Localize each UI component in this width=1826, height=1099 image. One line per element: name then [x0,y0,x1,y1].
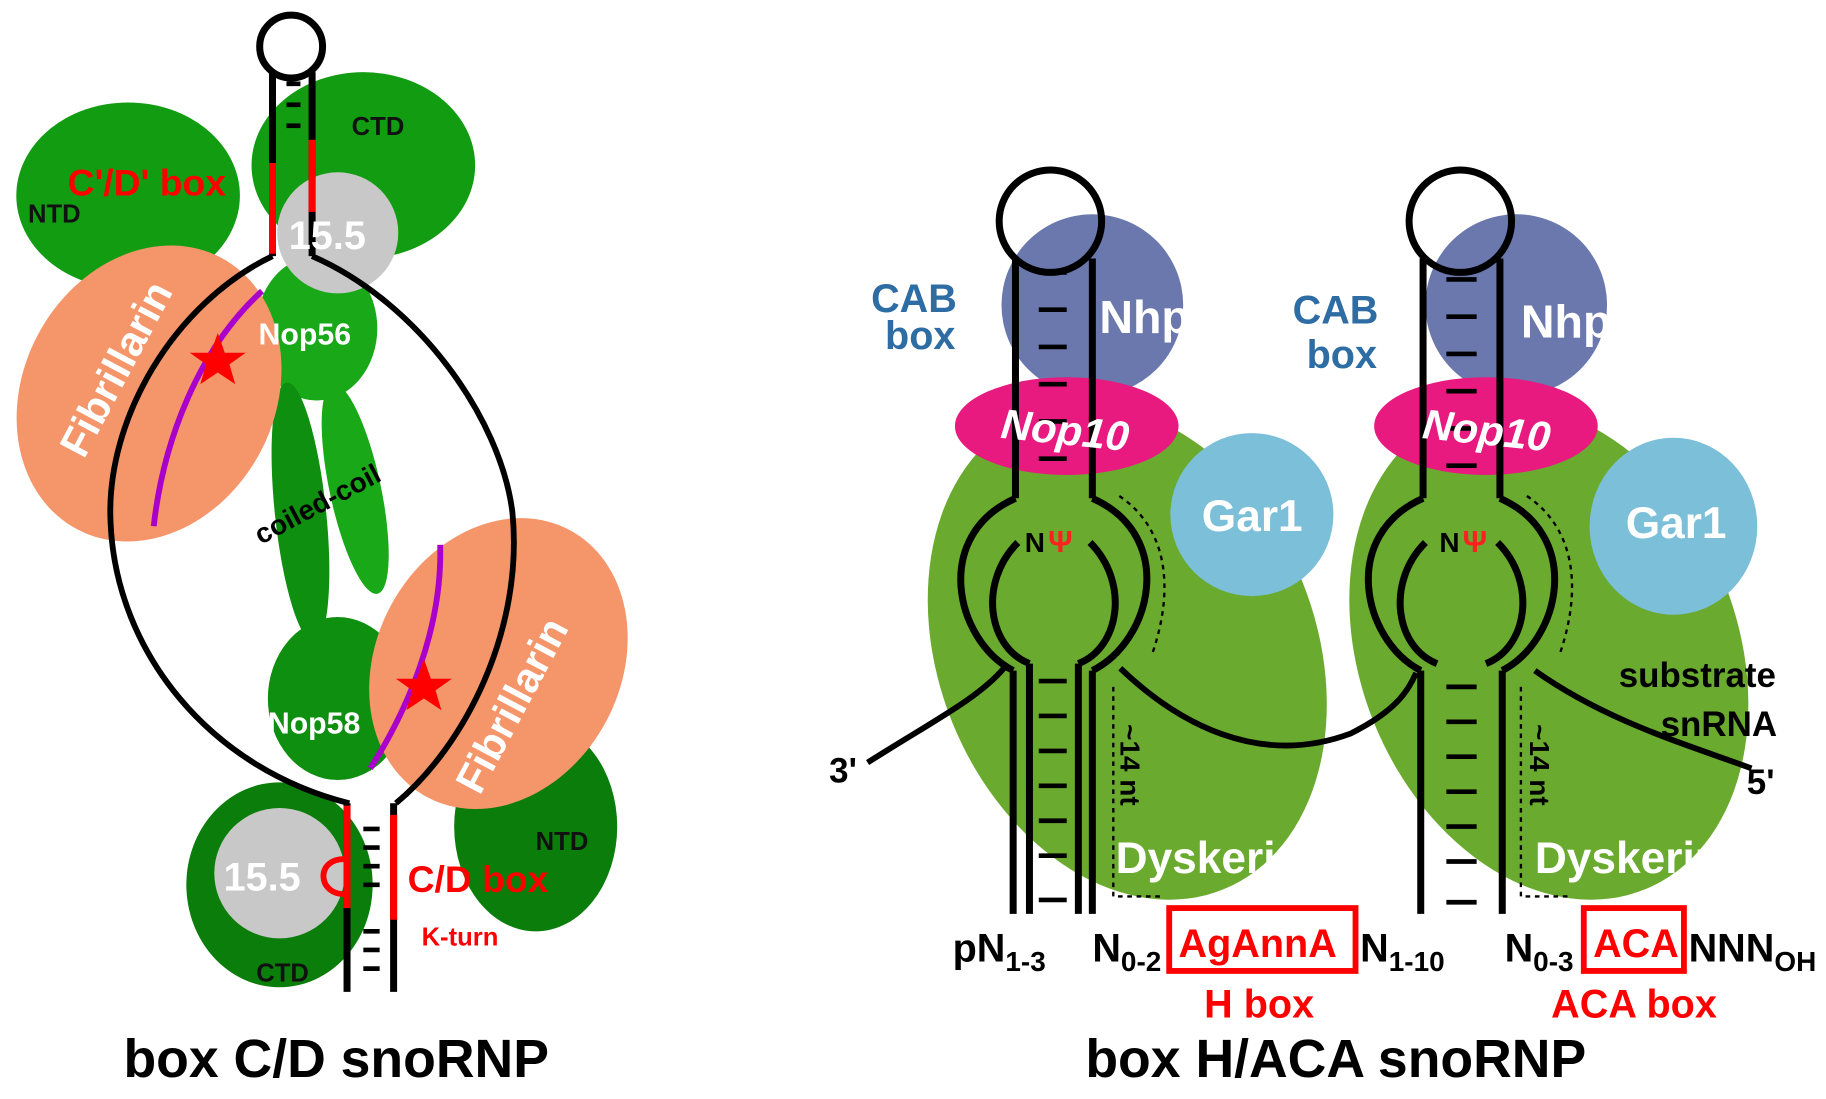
cd-box-label: C/D box [408,858,549,900]
nop58-coil [271,382,330,642]
haca-title: box H/ACA snoRNP [1085,1030,1586,1089]
ctd-top-label: CTD [352,113,405,141]
dyskerin-1-label: Dyskerin [1116,834,1303,883]
cd-top-loop [256,11,327,82]
protein-15-5-bottom [214,807,345,939]
spacing-arrows [1112,492,1574,898]
cd-top-stem-bars [286,81,301,129]
substrate-rna [866,666,1753,772]
cab-box-1-line2: box [885,314,955,358]
seq-aca: ACA [1593,922,1679,966]
gar1-2-label: Gar1 [1626,499,1727,548]
kturn-bulge [320,856,348,898]
h-box-frame [1166,905,1359,974]
substrate-label-2: snRNA [1661,705,1777,744]
nop56-label: Nop56 [259,319,352,352]
cab-box-1-line1: CAB [871,277,957,321]
n-1-label: N [1025,527,1045,558]
nop56-coil [321,384,389,594]
p155-bottom-label: 15.5 [224,856,301,900]
gar1-1-shape [1170,433,1334,597]
ctd-bottom-label: CTD [256,959,309,987]
cab-box-2-line1: CAB [1293,289,1379,333]
nhp2-2-shape [1425,214,1608,396]
haca-snornp: CAB box Nhp2 Nop10 Gar1 N Ψ ~14 nt Dyske… [829,166,1817,1089]
spacing-1-label: ~14 nt [1114,724,1145,806]
fibrillarin-bottom-shape [369,518,628,810]
seq-n110-sub: 1-10 [1389,946,1445,977]
seq-h-box: AgAnnA [1179,922,1337,966]
seq-n03-sub: 0-3 [1533,946,1573,977]
spacing-2-label: ~14 nt [1524,724,1555,806]
nop10-1-shape [954,377,1179,475]
fibrillarin-top-shape [16,245,282,542]
psi-2-label: Ψ [1463,526,1488,559]
star-top-icon [189,332,246,385]
five-prime-label: 5' [1747,763,1775,802]
dyskerin-2-label: Dyskerin [1535,834,1722,883]
hairpin-1-rna [957,166,1151,914]
seq-nnn: NNNOH [1689,927,1817,977]
psi-1-label: Ψ [1048,526,1073,559]
aca-box-label: ACA box [1551,983,1717,1027]
seq-n02-sub: 0-2 [1121,946,1161,977]
substrate-label-1: substrate [1619,656,1776,695]
haca-stem-bars [1038,270,1477,905]
gar1-1-label: Gar1 [1202,492,1303,541]
ntd-top-domain [16,102,240,289]
cd-snornp: CTD NTD C'/D' box 15.5 Fibrillarin Nop56… [16,11,628,1089]
seq-pn-sub: 1-3 [1005,946,1045,977]
p155-top-label: 15.5 [289,214,366,258]
hairpin-2-rna [1364,166,1559,914]
guide-top [150,288,264,527]
cd-title: box C/D snoRNP [123,1030,548,1089]
cd-bottom-stem-bars [363,826,380,971]
three-prime-label: 3' [829,751,857,790]
guide-bottom [367,544,444,770]
kturn-label: K-turn [422,923,499,951]
cd-prime-box-label: C'/D' box [68,162,227,204]
ntd-bottom-label: NTD [536,828,589,856]
seq-n02: N0-2 [1092,927,1161,977]
gar1-2-shape [1589,437,1758,615]
seq-n110: N1-10 [1360,927,1445,977]
seq-n03: N0-3 [1505,927,1574,977]
n-2-label: N [1439,527,1459,558]
cd-rna-oval [107,253,517,807]
seq-nnn-sub: OH [1774,946,1816,977]
nhp2-2-label: Nhp2 [1521,296,1637,348]
aca-box-frame [1580,905,1687,974]
protein-15-5-top [277,172,399,294]
nop10-2-shape [1374,377,1598,475]
h-box-label: H box [1204,983,1314,1027]
star-bottom-icon [395,658,452,711]
nop58-label: Nop58 [268,707,361,740]
seq-pn: pN1-3 [953,927,1046,977]
nhp2-1-label: Nhp2 [1099,291,1215,343]
ntd-top-label: NTD [28,200,81,228]
cab-box-2-line2: box [1307,333,1377,377]
